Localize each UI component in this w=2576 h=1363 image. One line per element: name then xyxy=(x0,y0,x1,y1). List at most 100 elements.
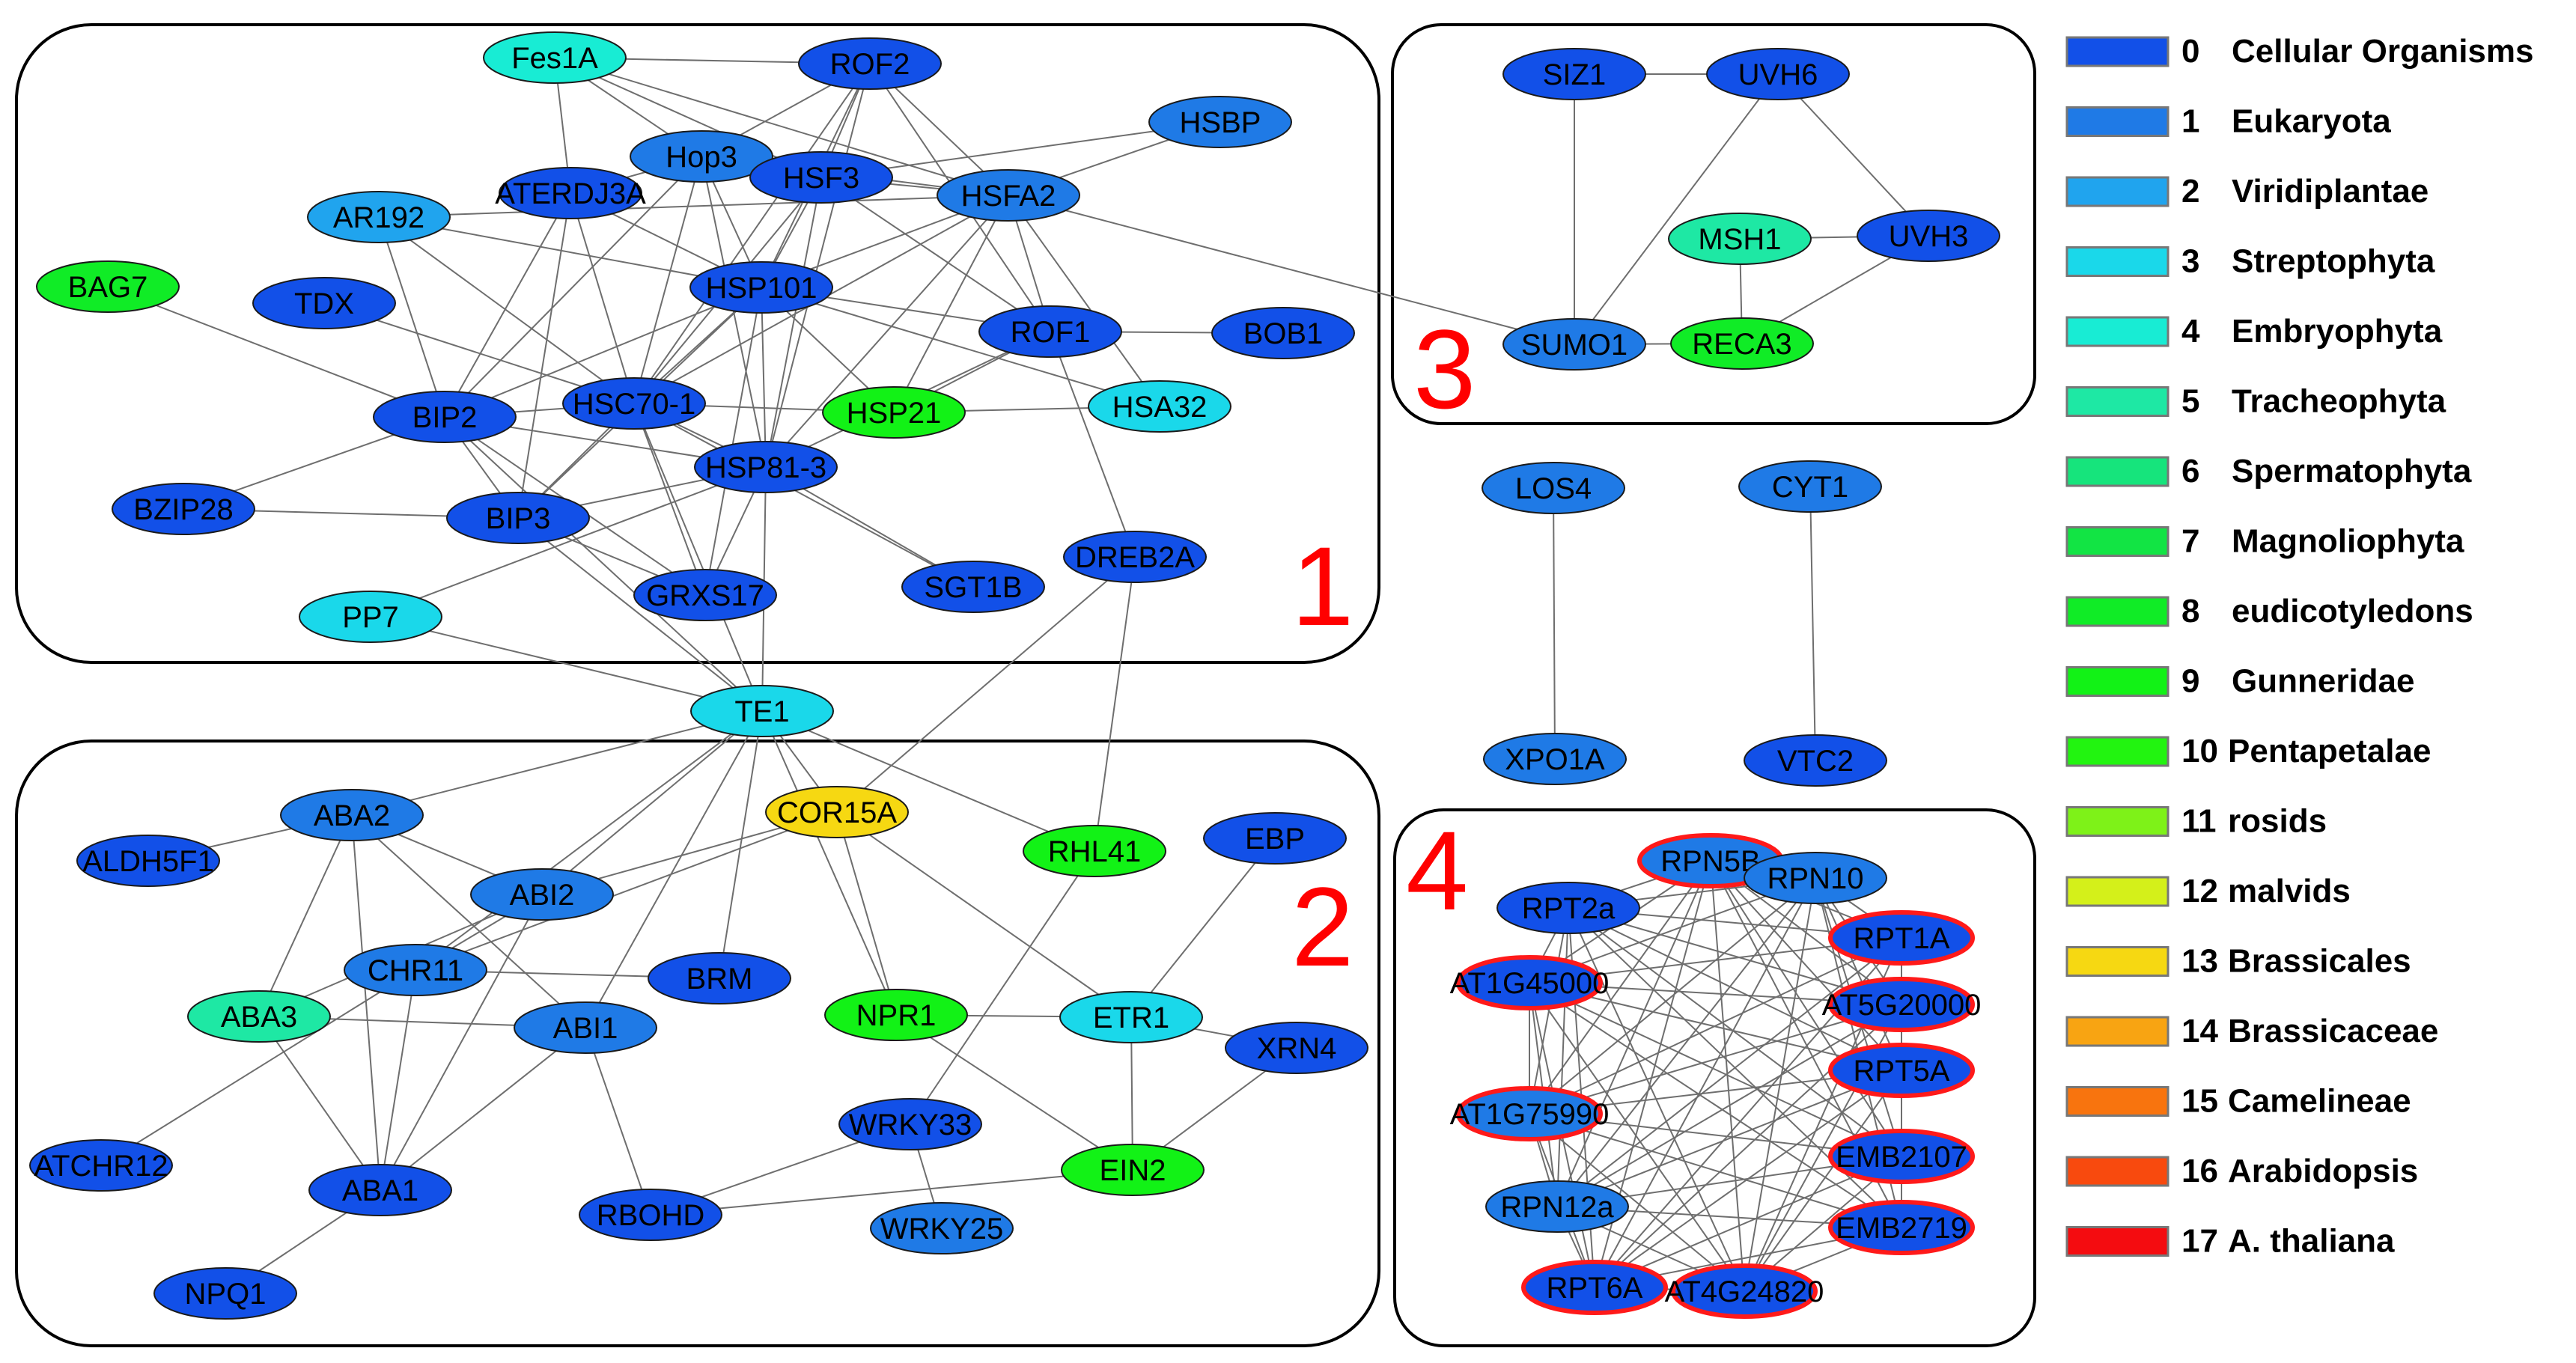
edge-RPN10-RPT5A xyxy=(1815,877,1902,1071)
node-ellipse xyxy=(1496,882,1640,934)
node-ABA2: ABA2 xyxy=(280,789,424,841)
node-ellipse xyxy=(1857,210,2000,262)
edge-CHR11-ABA1 xyxy=(380,969,416,1191)
legend-level: 1 xyxy=(2181,103,2199,140)
node-label: ALDH5F1 xyxy=(82,845,214,878)
edge-ATERDJ3A-HSC70-1 xyxy=(570,192,635,404)
node-label: CYT1 xyxy=(1772,471,1848,504)
legend-swatch xyxy=(2065,806,2169,837)
edge-ROF1-DREB2A xyxy=(1050,331,1136,558)
node-NPQ1: NPQ1 xyxy=(153,1267,297,1320)
node-Hop3: Hop3 xyxy=(630,130,773,183)
node-label: RPN10 xyxy=(1767,862,1864,895)
node-HSP21: HSP21 xyxy=(822,386,966,439)
node-RPT6A: RPT6A xyxy=(1521,1260,1668,1315)
legend-level: 13 xyxy=(2181,943,2218,980)
edge-CYT1-VTC2 xyxy=(1809,486,1816,761)
node-ETR1: ETR1 xyxy=(1059,991,1203,1043)
edge-HSFA2-HSP81-3 xyxy=(765,195,1009,468)
edge-HSFA2-HSA32 xyxy=(1008,195,1160,407)
node-AT1G45000: AT1G45000 xyxy=(1450,955,1609,1010)
node-ATERDJ3A: ATERDJ3A xyxy=(495,167,646,219)
legend-name: Arabidopsis xyxy=(2228,1153,2418,1189)
node-EBP: EBP xyxy=(1203,812,1347,865)
node-ROF1: ROF1 xyxy=(978,305,1122,358)
node-ellipse xyxy=(1828,977,1975,1032)
edge-AT1G45000-AT4G24820 xyxy=(1529,982,1745,1292)
node-label: BRM xyxy=(686,963,753,995)
node-AR192: AR192 xyxy=(307,191,451,243)
node-label: HSF3 xyxy=(783,162,859,195)
node-ellipse xyxy=(187,990,331,1043)
node-ellipse xyxy=(633,569,777,621)
edge-ABA3-ABA1 xyxy=(258,1016,381,1191)
node-label: AT1G75990 xyxy=(1450,1098,1610,1131)
edge-UVH6-UVH3 xyxy=(1777,73,1929,237)
node-ellipse xyxy=(824,989,968,1041)
legend-level: 6 xyxy=(2181,453,2199,490)
node-ellipse xyxy=(1744,852,1887,904)
node-HSF3: HSF3 xyxy=(749,151,893,204)
edge-HSC70-1-TE1 xyxy=(633,403,763,712)
node-HSP81-3: HSP81-3 xyxy=(694,441,838,493)
edge-HSP101-GRXS17 xyxy=(704,287,762,596)
edge-RPN5B-RPT5A xyxy=(1710,860,1902,1071)
node-BRM: BRM xyxy=(648,952,791,1004)
edge-RPN10-RPN12a xyxy=(1556,877,1816,1207)
edge-HSF3-HSP81-3 xyxy=(765,177,822,468)
node-label: NPR1 xyxy=(856,999,937,1032)
node-label: RPT2a xyxy=(1522,892,1616,925)
legend-level: 10 xyxy=(2181,733,2218,769)
edge-ABI1-RBOHD xyxy=(585,1027,651,1216)
edge-ATERDJ3A-BIP3 xyxy=(517,192,571,519)
node-label: RPT1A xyxy=(1854,922,1950,955)
node-label: ATCHR12 xyxy=(34,1150,168,1183)
edge-TE1-CHR11 xyxy=(415,710,763,971)
node-ellipse xyxy=(1828,1129,1975,1184)
edge-AT1G45000-EMB2107 xyxy=(1529,982,1902,1157)
legend-name: A. thaliana xyxy=(2228,1223,2395,1260)
node-GRXS17: GRXS17 xyxy=(633,569,777,621)
node-CHR11: CHR11 xyxy=(344,944,487,996)
legend-name: malvids xyxy=(2228,873,2351,909)
node-ellipse xyxy=(1828,910,1975,966)
node-label: UVH3 xyxy=(1889,220,1969,253)
edge-PP7-TE1 xyxy=(370,616,763,712)
node-label: LOS4 xyxy=(1515,472,1592,505)
node-HSFA2: HSFA2 xyxy=(937,169,1080,222)
node-label: RPN12a xyxy=(1500,1191,1614,1224)
edge-DREB2A-RHL41 xyxy=(1094,556,1136,852)
node-label: TDX xyxy=(294,287,354,320)
region-box-1 xyxy=(15,23,1380,664)
node-DREB2A: DREB2A xyxy=(1063,531,1207,583)
node-label: ETR1 xyxy=(1093,1001,1169,1034)
node-EMB2719: EMB2719 xyxy=(1828,1200,1975,1255)
node-ellipse xyxy=(1706,48,1850,100)
node-label: COR15A xyxy=(777,796,897,829)
node-ellipse xyxy=(1502,318,1646,371)
node-label: ABI2 xyxy=(510,879,575,912)
node-ellipse xyxy=(1061,1144,1205,1196)
node-XPO1A: XPO1A xyxy=(1483,733,1627,785)
legend-level: 15 xyxy=(2181,1083,2218,1120)
node-ellipse xyxy=(870,1202,1014,1254)
edge-HSF3-ROF1 xyxy=(820,177,1051,332)
node-label: EMB2719 xyxy=(1836,1212,1967,1245)
edge-AT1G75990-EMB2719 xyxy=(1529,1113,1902,1228)
node-TDX: TDX xyxy=(252,277,396,329)
edge-BIP3-TE1 xyxy=(517,517,763,712)
node-label: MSH1 xyxy=(1698,223,1781,256)
node-label: ROF2 xyxy=(830,48,910,81)
legend-swatch xyxy=(2065,106,2169,137)
node-ellipse xyxy=(344,944,487,996)
node-ellipse xyxy=(483,31,627,84)
node-Fes1A: Fes1A xyxy=(483,31,627,84)
node-label: HSP21 xyxy=(847,397,942,430)
edge-HSP101-BIP2 xyxy=(444,287,762,418)
